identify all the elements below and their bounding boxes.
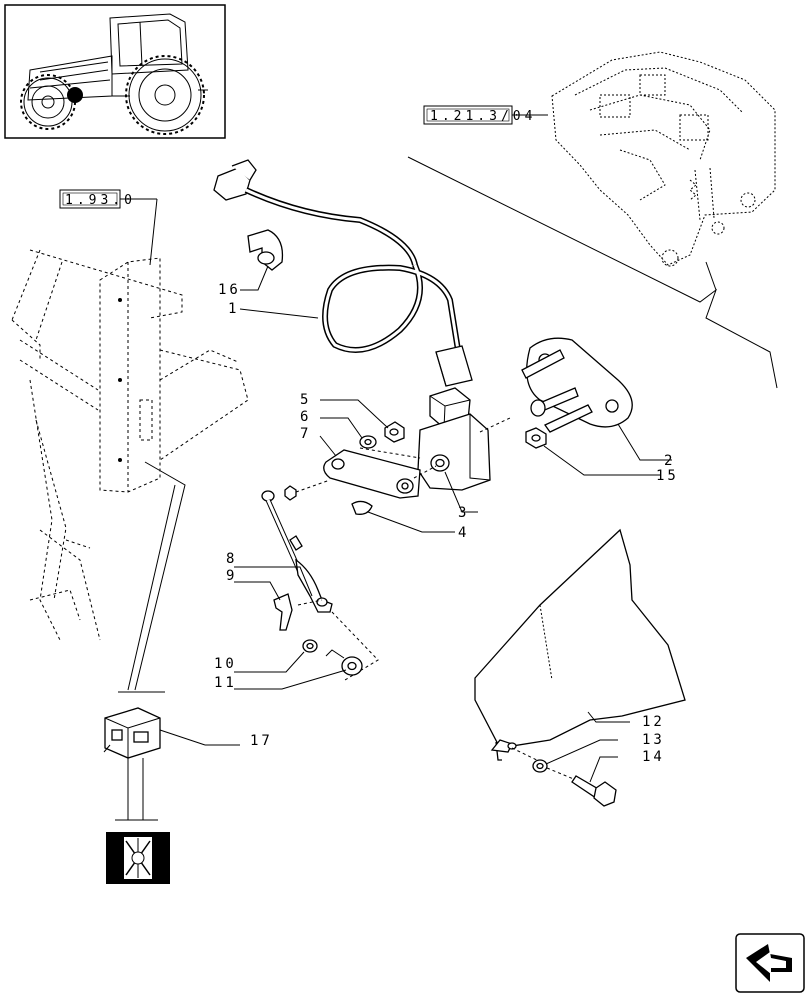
callout-6: 6 xyxy=(300,409,311,425)
callout-7: 7 xyxy=(300,426,311,442)
callout-labels: 16 1 5 6 7 3 4 2 15 8 9 10 11 12 13 14 1… xyxy=(214,282,679,765)
switch-symbol-icon xyxy=(106,832,170,884)
switch-part-17 xyxy=(103,707,240,821)
front-support-frame xyxy=(551,51,776,267)
callout-3: 3 xyxy=(458,505,469,521)
nut-part-15 xyxy=(525,427,547,449)
callout-11: 11 xyxy=(214,675,237,691)
column-ref-text: 1.93.0 xyxy=(65,193,136,208)
callout-16: 16 xyxy=(218,282,241,298)
navigation-arrow-icon[interactable] xyxy=(735,933,805,993)
parts-10-11 xyxy=(302,639,363,676)
clip-part-16 xyxy=(247,229,284,271)
callout-15: 15 xyxy=(656,468,679,484)
steering-column xyxy=(11,249,249,641)
lever-parts-5-6-7 xyxy=(323,421,437,515)
frame-reference-box: 1.21.3/04 xyxy=(423,105,548,125)
callout-13: 13 xyxy=(642,732,665,748)
bracket-part-2 xyxy=(521,337,633,433)
break-lines xyxy=(407,156,778,389)
callout-2: 2 xyxy=(664,453,675,469)
frame-ref-text: 1.21.3/04 xyxy=(430,109,536,124)
column-reference-box: 1.93.0 xyxy=(59,189,158,266)
callout-10: 10 xyxy=(214,656,237,672)
rod-parts-8-9 xyxy=(261,479,379,681)
callout-9: 9 xyxy=(226,568,237,584)
sensor-part-3 xyxy=(417,387,511,491)
harness-part-1 xyxy=(213,159,473,387)
callout-leaders xyxy=(234,265,672,783)
callout-8: 8 xyxy=(226,551,237,567)
tractor-thumbnail-icon xyxy=(4,4,226,139)
callout-17: 17 xyxy=(250,733,273,749)
callout-5: 5 xyxy=(300,392,311,408)
callout-12: 12 xyxy=(642,714,665,730)
cover-parts-12-13-14 xyxy=(474,528,686,807)
column-to-switch-leaders xyxy=(118,461,186,693)
callout-1: 1 xyxy=(228,301,239,317)
callout-4: 4 xyxy=(458,525,469,541)
callout-14: 14 xyxy=(642,749,665,765)
